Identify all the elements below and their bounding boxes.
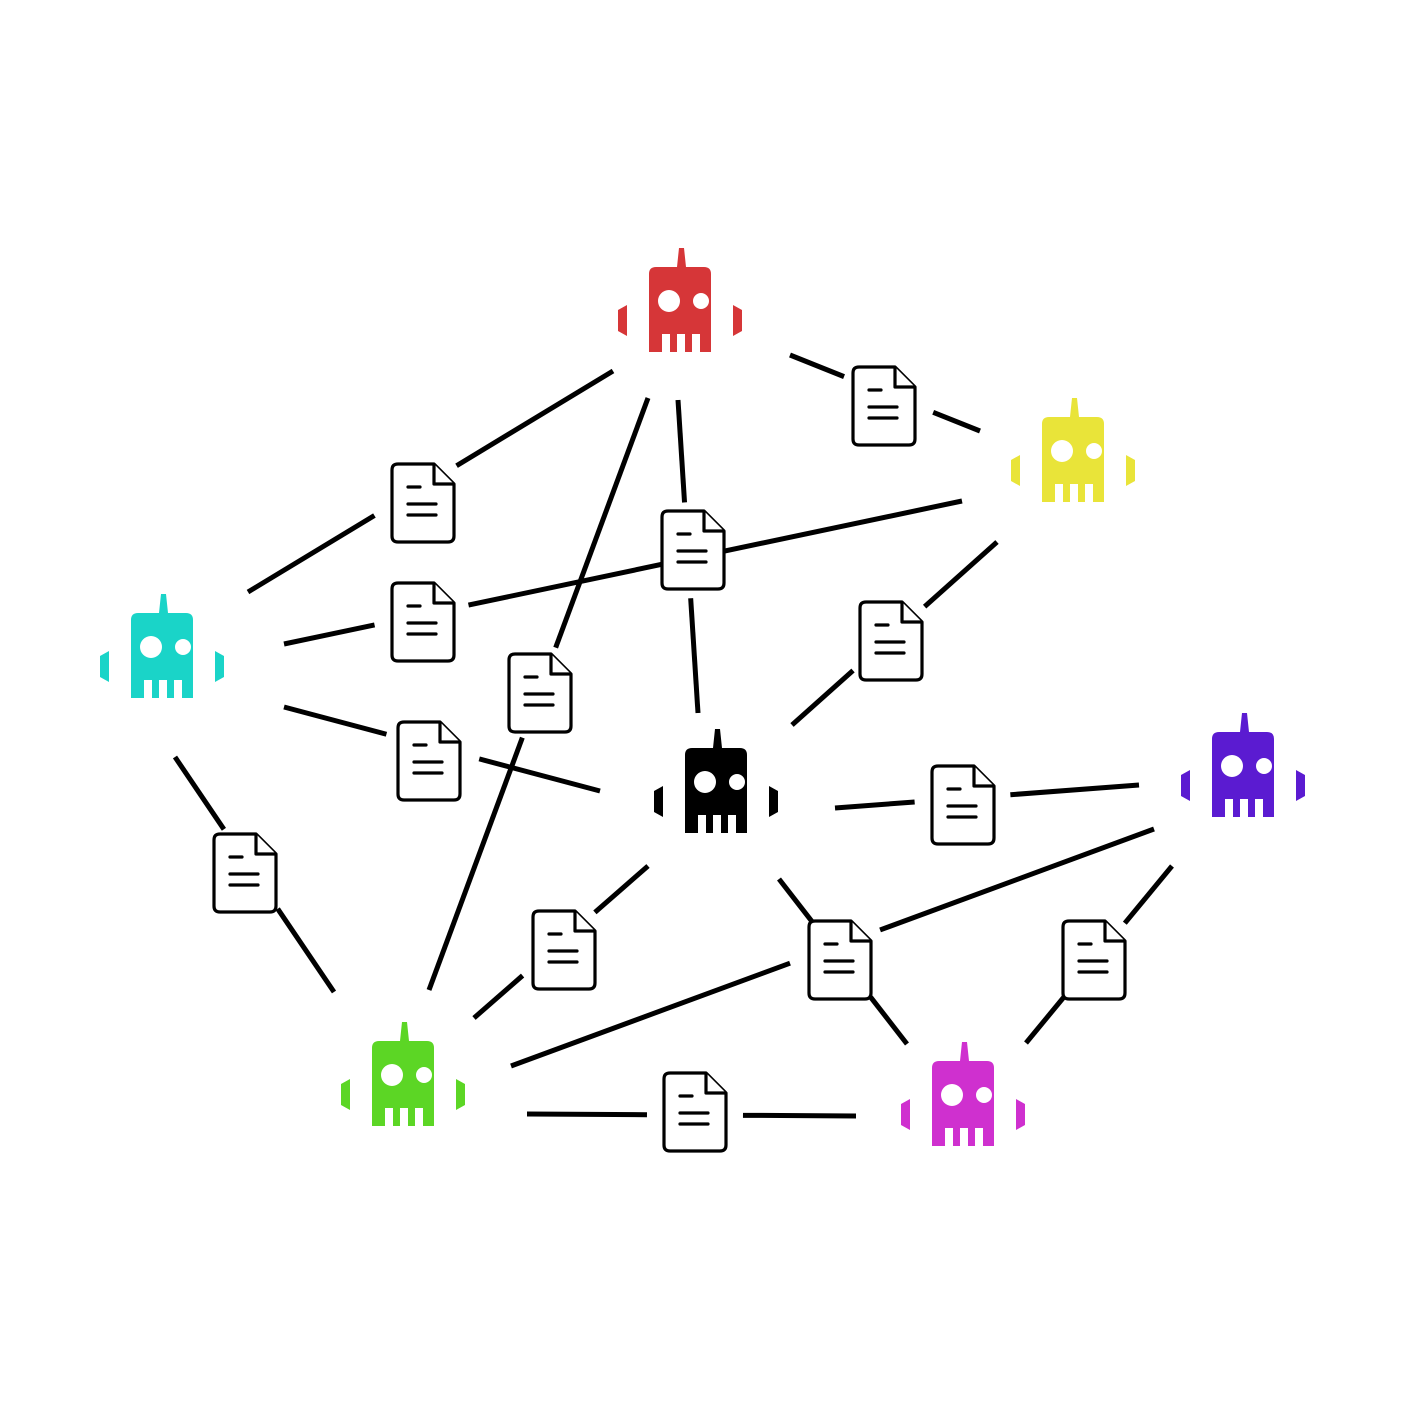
black-robot-icon (654, 729, 778, 833)
document-icon (531, 909, 597, 991)
document-icon (396, 720, 462, 802)
document-icon (930, 764, 996, 846)
edge-line (455, 368, 615, 468)
document-fold (893, 367, 915, 389)
edge-line (275, 907, 337, 994)
edge-line (1010, 782, 1140, 798)
edge-line (283, 704, 388, 737)
document-icon (212, 832, 278, 914)
edge-line (172, 755, 226, 831)
edge-line (790, 668, 855, 727)
document-fold (549, 654, 571, 676)
edge-line (834, 799, 915, 811)
document-fold (432, 583, 454, 605)
document-icon (662, 1071, 728, 1153)
edge-line (283, 622, 376, 647)
document-fold (704, 1073, 726, 1095)
edge-line (922, 540, 999, 609)
yellow-robot-icon (1011, 398, 1135, 502)
edge-red-black (675, 399, 701, 714)
edge-red-green (426, 397, 651, 991)
edge-line (526, 1111, 647, 1118)
edges-layer (172, 352, 1174, 1119)
document-fold (254, 834, 276, 856)
document-icon (660, 509, 726, 591)
document-icon (390, 462, 456, 544)
edge-line (1024, 995, 1066, 1045)
document-icon (807, 919, 873, 1001)
edge-yellow-black (790, 540, 999, 727)
document-fold (849, 921, 871, 943)
purple-robot-icon (1181, 713, 1305, 817)
edge-line (510, 960, 791, 1069)
document-fold (432, 464, 454, 486)
edge-line (789, 352, 845, 379)
edge-line (472, 973, 525, 1020)
edge-black-purple (834, 782, 1140, 811)
red-robot-icon (618, 248, 742, 352)
edge-line (246, 513, 376, 595)
edge-line (688, 598, 701, 714)
edge-line (879, 826, 1155, 933)
document-icon (1061, 919, 1127, 1001)
edge-cyan-green (172, 755, 337, 994)
edge-line (426, 736, 525, 991)
magenta-robot-icon (901, 1042, 1025, 1146)
green-robot-icon (341, 1022, 465, 1126)
document-fold (1103, 921, 1125, 943)
document-fold (972, 766, 994, 788)
edge-line (675, 399, 688, 503)
document-icon (507, 652, 573, 734)
edge-black-magenta (777, 877, 909, 1046)
edge-line (553, 397, 651, 649)
document-fold (900, 602, 922, 624)
documents-layer (212, 365, 1127, 1153)
document-icon (851, 365, 917, 447)
document-icon (390, 581, 456, 663)
document-fold (702, 511, 724, 533)
edge-black-green (472, 864, 650, 1020)
edge-line (478, 756, 601, 794)
edge-line (742, 1112, 857, 1119)
edge-purple-green (510, 826, 1155, 1069)
edge-purple-magenta (1024, 864, 1174, 1045)
edge-line (868, 995, 909, 1046)
document-fold (438, 722, 460, 744)
edge-red-yellow (789, 352, 981, 434)
edge-line (777, 877, 814, 923)
edge-line (932, 409, 981, 434)
document-fold (573, 911, 595, 933)
edge-line (593, 864, 650, 915)
edge-line (1122, 864, 1174, 925)
edge-cyan-black (283, 704, 601, 794)
edge-red-cyan (246, 368, 615, 595)
edge-green-magenta (526, 1111, 857, 1119)
agents-layer (100, 248, 1305, 1146)
cyan-robot-icon (100, 594, 224, 698)
document-icon (858, 600, 924, 682)
